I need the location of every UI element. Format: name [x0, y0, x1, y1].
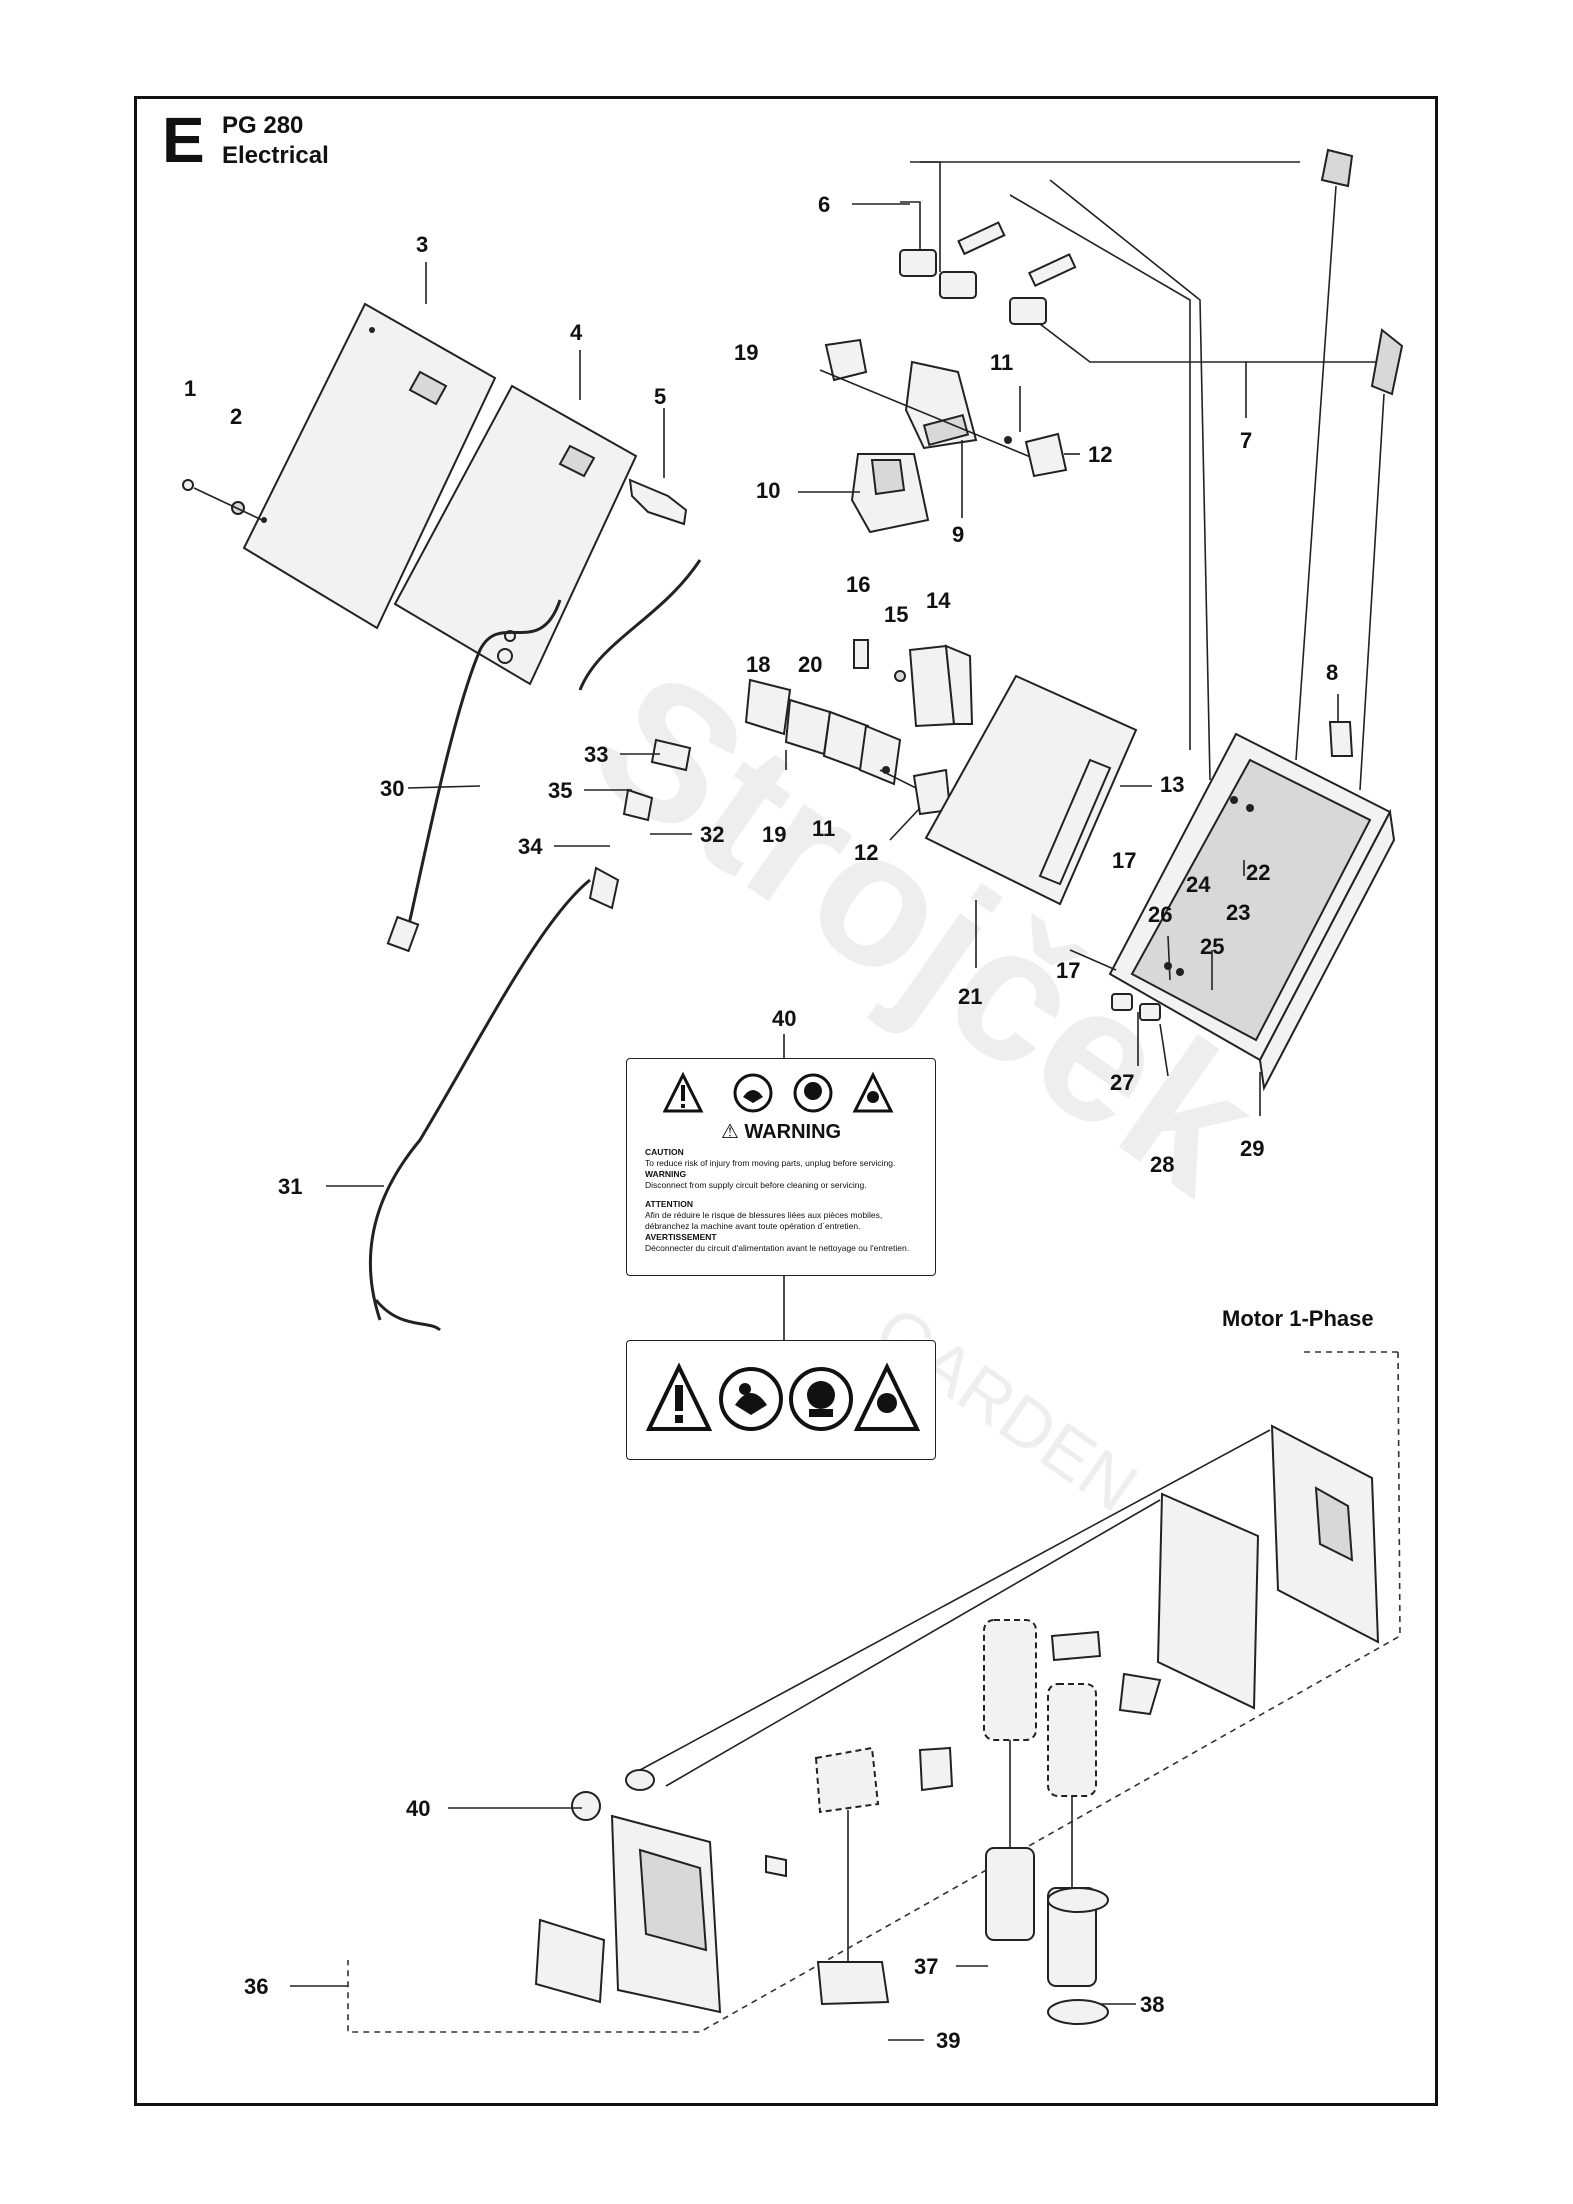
callout-32: 32	[700, 822, 724, 847]
warning-text: Disconnect from supply circuit before cl…	[645, 1180, 867, 1190]
motor-group-outline	[347, 1351, 1401, 2033]
hazard-triangle-icon	[663, 1071, 704, 1113]
callout-9: 9	[952, 522, 964, 547]
warning-heading: WARNING	[645, 1169, 687, 1179]
avertissement-heading: AVERTISSEMENT	[645, 1232, 717, 1242]
part-19-terminal-upper	[819, 338, 1063, 471]
hazard-triangle-icon	[645, 1362, 713, 1431]
callout-12a: 12	[1088, 442, 1112, 467]
callout-16: 16	[846, 572, 870, 597]
callout-40b: 40	[406, 1796, 430, 1821]
part-6-7-switches	[1295, 148, 1404, 791]
part-37-38-capacitors	[983, 1619, 1109, 2025]
callout-8: 8	[1326, 660, 1338, 685]
read-manual-icon	[733, 1073, 773, 1113]
caution-heading: CAUTION	[645, 1147, 684, 1157]
ear-protection-icon	[793, 1073, 833, 1113]
callout-7: 7	[1240, 428, 1252, 453]
callout-4: 4	[570, 320, 583, 345]
callout-17b: 17	[1056, 958, 1080, 983]
callout-11a: 11	[990, 350, 1013, 375]
callout-37: 37	[914, 1954, 938, 1979]
model-name: PG 280	[222, 112, 304, 139]
part-1-2-screw-washer	[182, 479, 263, 521]
part-motor-terminal-clips	[918, 1630, 1162, 1792]
avertissement-text: Déconnecter du circuit d'alimentation av…	[645, 1243, 910, 1253]
attention-heading: ATTENTION	[645, 1199, 694, 1209]
callout-18: 18	[746, 652, 770, 677]
read-manual-icon	[719, 1367, 783, 1431]
callout-6: 6	[818, 192, 830, 217]
motor-group-label: Motor 1-Phase	[1222, 1306, 1374, 1331]
callout-28: 28	[1150, 1152, 1174, 1177]
warning-title: ⚠ WARNING	[720, 1121, 842, 1143]
callout-29: 29	[1240, 1136, 1264, 1161]
part-15-16-small-parts	[853, 639, 906, 682]
callout-36: 36	[244, 1974, 268, 1999]
callout-25: 25	[1200, 934, 1224, 959]
callout-11b: 11	[812, 816, 835, 841]
warning-text-block: CAUTION To reduce risk of injury from mo…	[645, 1147, 921, 1254]
callout-numbers: 1 2 3 4 5 6 7 8 9 10 11 12 13 14 15 16 1…	[184, 192, 1338, 2053]
callout-40a: 40	[772, 1006, 796, 1031]
part-30-power-cable	[386, 559, 702, 953]
warning-symbols-large	[645, 1362, 921, 1431]
callout-35: 35	[548, 778, 572, 803]
section-title: Electrical	[222, 142, 329, 169]
callout-21: 21	[958, 984, 982, 1009]
callout-31: 31	[278, 1174, 302, 1199]
warning-symbols-small	[663, 1071, 894, 1113]
callout-3: 3	[416, 232, 428, 257]
callout-leader-lines	[290, 203, 1339, 2041]
callout-13: 13	[1160, 772, 1184, 797]
part-4-mounting-plate	[393, 384, 638, 686]
callout-1: 1	[184, 376, 196, 401]
warning-label-full: ⚠ WARNING CAUTION To reduce risk of inju…	[626, 1058, 936, 1276]
section-letter: E	[162, 104, 205, 176]
part-39-relay-box	[814, 1746, 890, 2006]
warning-label-symbols	[626, 1340, 936, 1460]
part-12-bracket-upper	[1004, 432, 1068, 478]
part-5-clip	[628, 478, 688, 526]
part-18-20-relays-middle	[744, 678, 941, 801]
drawing-frame	[134, 96, 1438, 2106]
callout-26: 26	[1148, 902, 1172, 927]
callout-12b: 12	[854, 840, 878, 865]
callout-24: 24	[1186, 872, 1211, 897]
part-14-relay	[908, 644, 974, 728]
part-29-control-box	[1108, 721, 1396, 1092]
callout-14: 14	[926, 588, 951, 613]
callout-2: 2	[230, 404, 242, 429]
part-31-motor-cable	[368, 866, 620, 1332]
ear-protection-icon	[789, 1367, 853, 1431]
part-21-base-plate	[924, 674, 1138, 906]
callout-34: 34	[518, 834, 543, 859]
callout-5: 5	[654, 384, 666, 409]
callout-39: 39	[936, 2028, 960, 2053]
eye-protection-icon	[852, 1071, 894, 1113]
callout-23: 23	[1226, 900, 1250, 925]
callout-20: 20	[798, 652, 822, 677]
part-9-relay-block	[904, 360, 978, 450]
part-36-motor-box-assembly	[534, 1769, 787, 2014]
eye-protection-icon	[853, 1362, 921, 1431]
callout-33: 33	[584, 742, 608, 767]
part-10-contactor	[850, 453, 930, 534]
callout-15: 15	[884, 602, 908, 627]
callout-27: 27	[1110, 1070, 1134, 1095]
part-6-relays	[899, 161, 1380, 781]
attention-text: Afin de réduire le risque de blessures l…	[645, 1210, 883, 1231]
part-3-cover-plate	[242, 302, 497, 630]
caution-text: To reduce risk of injury from moving par…	[645, 1158, 896, 1168]
callout-38: 38	[1140, 1992, 1164, 2017]
callout-22: 22	[1246, 860, 1270, 885]
callout-10: 10	[756, 478, 780, 503]
callout-19a: 19	[734, 340, 758, 365]
part-36-frame-and-lid	[1156, 1424, 1380, 1710]
callout-17a: 17	[1112, 848, 1136, 873]
callout-30: 30	[380, 776, 404, 801]
callout-19b: 19	[762, 822, 786, 847]
